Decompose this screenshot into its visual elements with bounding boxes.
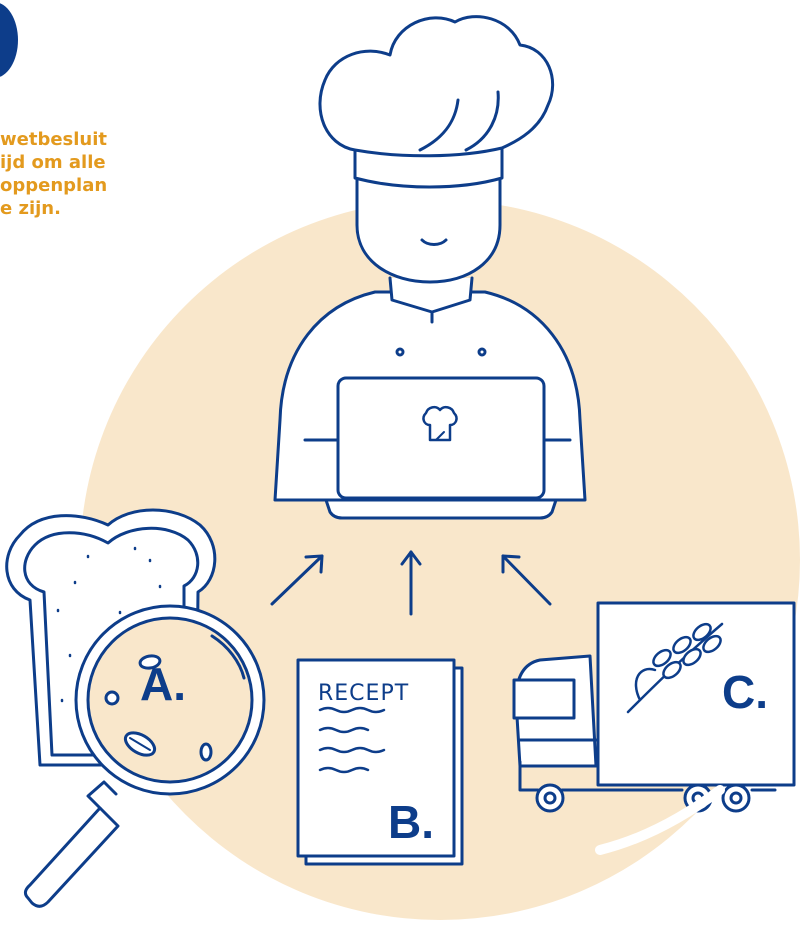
arrow-c-icon <box>501 554 552 606</box>
intro-line-4: e zijn. <box>0 198 61 219</box>
grain-icon <box>626 622 724 714</box>
laptop-icon <box>324 376 558 520</box>
arrow-b-icon <box>400 550 422 616</box>
chef-hat-logo-icon <box>422 405 458 442</box>
arrow-a-icon <box>270 554 324 606</box>
intro-line-3: oppenplan <box>0 175 108 196</box>
magnifier-icon <box>23 604 266 908</box>
intro-line-2: ijd om alle <box>0 152 106 173</box>
intro-line-1: wetbesluit <box>0 129 108 150</box>
truck-icon <box>512 601 796 813</box>
recipe-document-icon <box>296 658 464 866</box>
intro-text: wetbesluit ijd om alle oppenplan e zijn. <box>0 128 180 220</box>
swoosh-decoration <box>595 785 725 855</box>
label-b: B. <box>388 796 434 848</box>
corner-badge-icon <box>0 3 18 77</box>
label-a: A. <box>140 658 186 710</box>
recipe-title: RECEPT <box>318 681 409 706</box>
label-c: C. <box>722 666 768 718</box>
